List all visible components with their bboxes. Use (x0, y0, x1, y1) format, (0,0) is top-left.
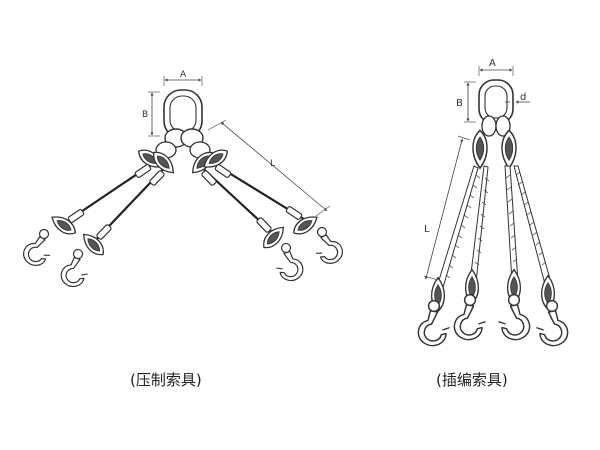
dimension-l-line (220, 121, 328, 212)
hook-icon (453, 293, 487, 341)
dimension-l-label: L (424, 224, 430, 235)
hook-icon (307, 222, 347, 269)
dimension-b-label: B (456, 98, 463, 109)
left-caption: (压制索具) (130, 371, 202, 389)
dimension-l-line (424, 138, 464, 280)
hook-icon (271, 240, 306, 284)
pressed-sling-figure: A B (19, 70, 347, 389)
right-caption: (插编索具) (436, 371, 508, 389)
dimension-d-label: d (520, 92, 526, 103)
spliced-sling-figure: A B d (417, 58, 569, 389)
dimension-a-label: A (180, 70, 187, 80)
hook-icon (497, 293, 531, 341)
hook-icon (19, 224, 59, 271)
hook-icon (58, 246, 93, 290)
hook-icon (417, 299, 451, 347)
dimension-b-label: B (142, 110, 148, 120)
dimension-a-label: A (489, 58, 496, 69)
hook-icon (535, 299, 569, 347)
spliced-ropes (435, 165, 553, 292)
dimension-l-label: L (270, 159, 275, 169)
